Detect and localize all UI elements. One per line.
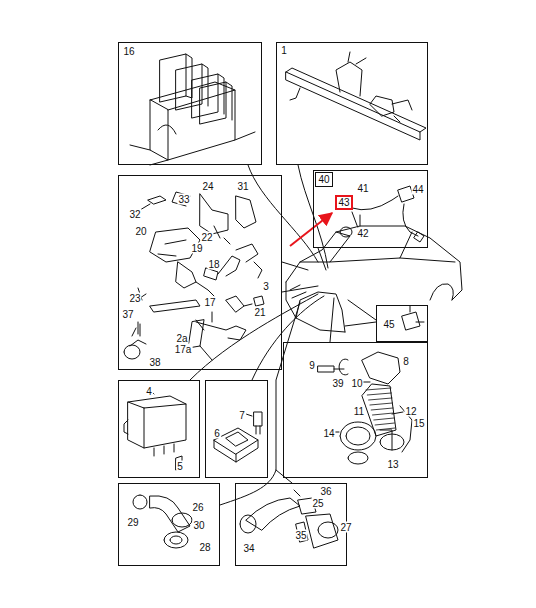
callout-number: 10 [350,378,363,389]
callout-number: 45 [382,319,395,330]
callout-number: 22 [200,232,213,243]
air-duct [240,490,338,548]
callout-box: 43 [335,195,353,210]
panel-box: 1 [276,42,428,165]
callout-number: 14 [322,428,335,439]
callout-number: 20 [134,226,147,237]
callout-box: 40 [315,172,333,187]
callout-number: 1 [280,45,288,56]
panel-box: 76 [205,380,268,478]
callout-number: 39 [331,378,344,389]
callout-number: 43 [338,197,349,208]
callout-number: 29 [126,517,139,528]
callout-number: 42 [356,228,369,239]
callout-number: 40 [318,174,329,185]
callout-number: 24 [201,181,214,192]
callout-number: 33 [177,194,190,205]
panel-box: 45 [118,380,200,478]
callout-number: 36 [319,486,332,497]
callout-number: 37 [121,309,134,320]
panel-box: 45 [376,305,428,342]
callout-number: 19 [190,243,203,254]
control-module [124,390,186,470]
callout-number: 9 [308,360,316,371]
callout-number: 15 [412,418,425,429]
callout-number: 16 [122,46,135,57]
callout-number: 8 [402,356,410,367]
panel-box: 8 9 39 10 11 1215 14 13 [283,342,428,478]
callout-number: 32 [128,209,141,220]
pointer-arrow [290,213,332,246]
callout-number: 44 [411,184,424,195]
callout-number: 18 [207,259,220,270]
callout-number: 26 [191,502,204,513]
callout-number: 28 [198,542,211,553]
callout-number: 27 [339,522,352,533]
brackets-sensors [124,192,264,360]
callout-number: 4 [145,386,153,397]
relay-holder [130,54,255,165]
callout-number: 31 [236,181,249,192]
callout-number: 3 [262,281,270,292]
callout-number: 11 [353,406,365,417]
callout-number: 23 [128,293,141,304]
wiring-rail [286,52,426,140]
callout-number: 34 [242,543,255,554]
panel-box: 26 29 30 28 [118,483,220,566]
callout-number: 17a [174,344,193,355]
callout-number: 5 [176,461,184,472]
intake-hose [318,352,412,464]
callout-number: 35 [294,530,307,541]
callout-number: 12 [404,406,417,417]
callout-number: 30 [192,520,205,531]
callout-number: 6 [213,428,221,439]
sensor-45 [402,306,424,330]
callout-number: 41 [356,183,369,194]
panel-box: 3625273534 [235,483,347,566]
callout-number: 2a [175,333,188,344]
callout-number: 7 [238,410,246,421]
callout-number: 25 [311,498,324,509]
callout-number: 17 [203,297,216,308]
hose-clamps [133,495,192,548]
callout-number: 13 [386,459,399,470]
callout-number: 38 [148,357,161,368]
panel-box: 16 [118,42,262,165]
callout-number: 21 [253,307,266,318]
panel-box: 24 31 33 32 22 20 19 18 3 23 17 37 21 2a17a 38 [118,175,282,370]
panel-box: 41 44 42 40 43 [313,170,428,248]
